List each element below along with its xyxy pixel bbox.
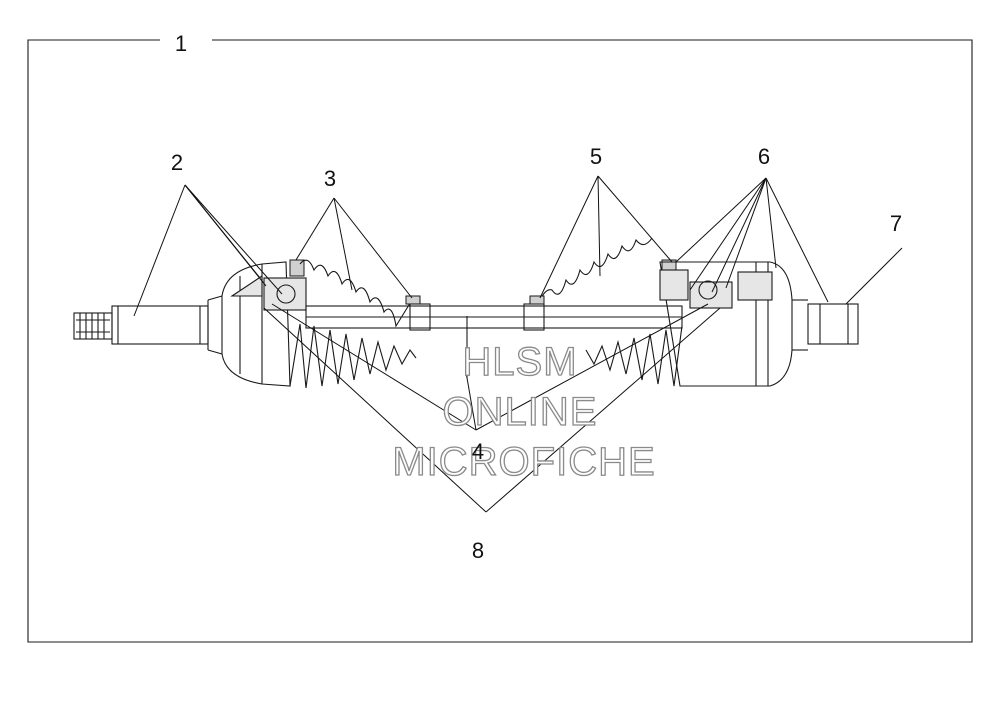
callout-8: 8 <box>472 538 484 563</box>
callout-5: 5 <box>590 144 602 169</box>
right-stub-shaft <box>792 299 859 351</box>
left-cv-housing <box>221 259 307 387</box>
callout-labels: 1 2 3 4 5 6 7 8 <box>171 31 902 563</box>
callout-2: 2 <box>171 150 183 175</box>
watermark-line-2: ONLINE <box>443 390 598 434</box>
left-stub-shaft <box>73 295 223 355</box>
right-cv-housing <box>659 261 793 387</box>
watermark: HLSM ONLINE MICROFICHE <box>392 339 656 484</box>
callout-1: 1 <box>175 31 187 56</box>
callout-7: 7 <box>890 211 902 236</box>
callout-6: 6 <box>758 144 770 169</box>
callout-4: 4 <box>472 439 484 464</box>
left-boot <box>289 259 421 389</box>
assembly-frame <box>27 39 973 643</box>
shaft-assembly <box>73 237 859 389</box>
spline-hatching <box>76 313 110 339</box>
watermark-line-1: HLSM <box>462 340 577 384</box>
leader-lines <box>133 175 903 513</box>
callout-3: 3 <box>324 166 336 191</box>
watermark-line-3: MICROFICHE <box>392 440 655 484</box>
